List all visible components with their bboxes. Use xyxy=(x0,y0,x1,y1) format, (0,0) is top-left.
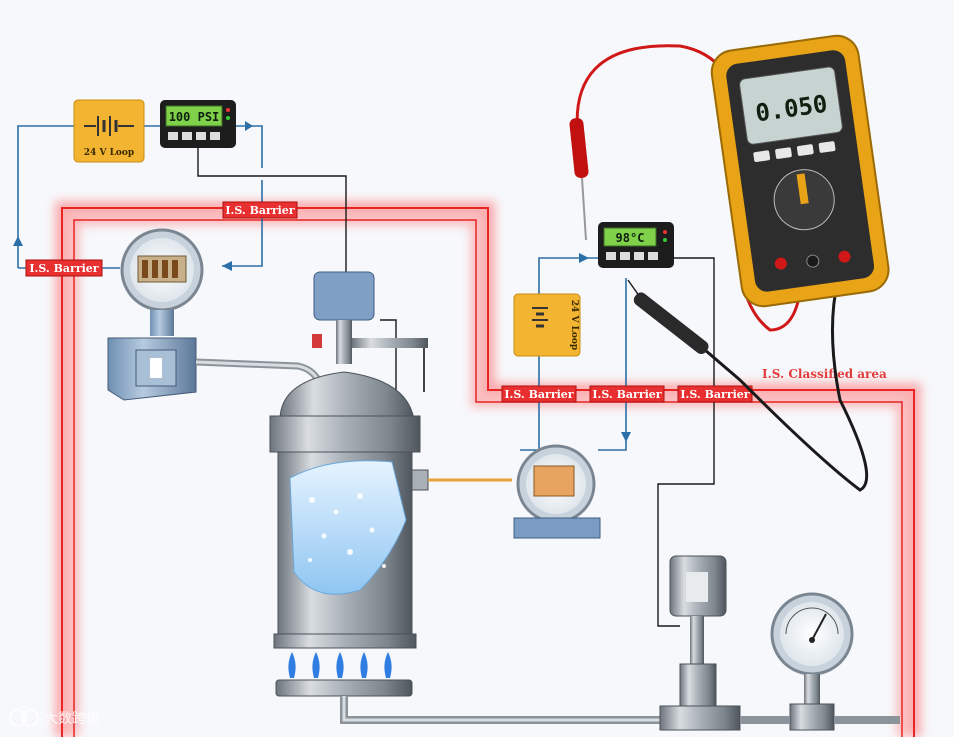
pressure-lcd: 100 PSI xyxy=(169,110,220,124)
multimeter: 0.050 xyxy=(710,34,890,308)
loop-label-mid: 24 V Loop xyxy=(569,300,579,350)
is-barrier-5: I.S. Barrier xyxy=(680,388,749,401)
gas-burner xyxy=(275,652,720,724)
steel-vessel xyxy=(269,371,512,649)
battery-box-top: 24 V Loop xyxy=(73,99,145,163)
pressure-transmitter xyxy=(107,228,326,401)
control-valve xyxy=(659,555,741,731)
temperature-lcd: 98°C xyxy=(616,231,645,245)
temperature-transmitter xyxy=(513,444,601,539)
watermark-text: 大数跨境 xyxy=(44,711,100,727)
signal-wiring xyxy=(197,148,715,627)
vessel-actuator xyxy=(312,271,428,392)
is-barrier-3: I.S. Barrier xyxy=(504,388,573,401)
pressure-gauge xyxy=(740,592,900,731)
zone-label: I.S. Classified area xyxy=(762,367,887,381)
is-zone-boundary xyxy=(55,201,921,737)
pressure-indicator: 100 PSI xyxy=(160,100,236,148)
is-barrier-1: I.S. Barrier xyxy=(225,204,294,217)
loop-label-top: 24 V Loop xyxy=(84,148,134,158)
watermark: 大数跨境 xyxy=(9,709,100,727)
battery-box-mid: 24 V Loop xyxy=(513,293,581,357)
is-barrier-4: I.S. Barrier xyxy=(592,388,661,401)
barrier-labels: I.S. Barrier I.S. Barrier I.S. Barrier I… xyxy=(25,201,753,403)
is-barrier-2: I.S. Barrier xyxy=(29,262,98,275)
temperature-indicator: 98°C xyxy=(598,222,674,268)
